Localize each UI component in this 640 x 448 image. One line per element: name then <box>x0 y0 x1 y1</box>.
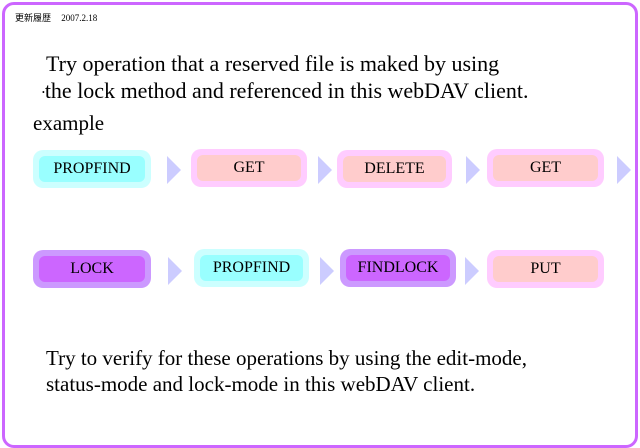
step-propfind: PROPFIND <box>194 249 309 287</box>
arrow-right-icon <box>320 257 334 285</box>
arrow-right-icon <box>168 257 182 285</box>
step-propfind: PROPFIND <box>33 150 151 188</box>
example-label: example <box>33 111 105 135</box>
outro-text: Try to verify for these operations by us… <box>46 345 527 397</box>
sequence-row-1: PROPFIND GET DELETE GET <box>0 149 640 190</box>
step-get: GET <box>191 149 307 187</box>
outro-line-2: status-mode and lock-mode in this webDAV… <box>46 372 476 396</box>
intro-line-1: Try operation that a reserved file is ma… <box>46 51 500 76</box>
arrow-right-icon <box>617 156 631 184</box>
step-label: FINDLOCK <box>357 259 439 276</box>
intro-line-2: •the lock method and referenced in this … <box>42 77 529 106</box>
step-get: GET <box>487 149 604 187</box>
step-label: DELETE <box>364 160 425 177</box>
step-put: PUT <box>487 250 604 288</box>
arrow-right-icon <box>167 156 181 184</box>
step-label: LOCK <box>70 260 114 277</box>
arrow-right-icon <box>465 257 479 285</box>
revision-date: 2007.2.18 <box>61 13 98 23</box>
step-label: GET <box>233 159 265 176</box>
revision-label: 更新履歴 <box>15 13 52 23</box>
step-delete: DELETE <box>337 150 452 188</box>
arrow-right-icon <box>318 156 332 184</box>
revision-info: 更新履歴 2007.2.18 <box>15 11 105 24</box>
step-lock: LOCK <box>33 250 151 288</box>
intro-text: Try operation that a reserved file is ma… <box>42 50 529 106</box>
step-label: GET <box>529 159 562 176</box>
step-label: PROPFIND <box>212 259 291 276</box>
bullet-icon: • <box>42 88 45 98</box>
intro-line-2-text: the lock method and referenced in this w… <box>44 78 529 103</box>
outro-line-1: Try to verify for these operations by us… <box>46 346 527 370</box>
step-findlock: FINDLOCK <box>340 249 456 287</box>
arrow-right-icon <box>466 156 480 184</box>
step-label: PUT <box>530 260 561 277</box>
sequence-row-2: LOCK PROPFIND FINDLOCK PUT <box>0 249 640 289</box>
step-label: PROPFIND <box>53 160 131 177</box>
